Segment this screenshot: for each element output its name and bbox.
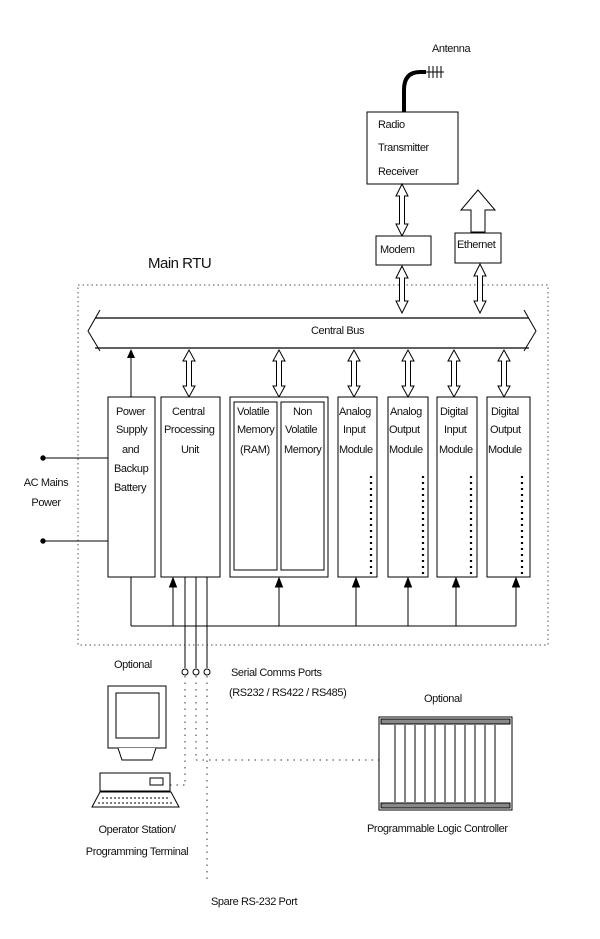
digital-input-label-3: Module (439, 444, 473, 456)
ac-mains-lines (40, 455, 108, 544)
digital-output-box (486, 396, 531, 578)
serial-ports-label-1: Serial Comms Ports (231, 667, 322, 679)
analog-input-bus-link (347, 348, 361, 399)
ethernet-bus-link (473, 262, 487, 315)
ethernet-up-arrow (459, 189, 497, 233)
digital-output-bus-link (497, 348, 511, 399)
radio-label-line2: Transmitter (378, 142, 429, 154)
radio-transceiver-box (366, 111, 459, 185)
central-bus-label: Central Bus (311, 325, 365, 337)
analog-output-label-3: Module (389, 444, 423, 456)
central-bus (87, 309, 537, 352)
serial-port-connectors (181, 668, 211, 676)
power-supply-label-4: Backup (114, 463, 149, 475)
digital-output-label-2: Output (490, 424, 521, 436)
ac-mains-label-1: AC Mains (23, 477, 69, 489)
modem-box (375, 235, 432, 266)
digital-input-label-1: Digital (440, 406, 468, 418)
analog-output-box (387, 396, 429, 578)
ac-mains-label-2: Power (31, 497, 61, 509)
digital-output-label-1: Digital (491, 406, 519, 418)
analog-output-bus-link (401, 348, 415, 399)
analog-input-label-3: Module (339, 444, 373, 456)
serial-dotted-links (170, 676, 380, 880)
radio-label-line1: Radio (378, 119, 405, 131)
power-supply-label-2: Supply (116, 424, 148, 436)
analog-output-label-2: Output (389, 424, 420, 436)
power-supply-label-5: Battery (114, 482, 147, 494)
digital-output-label-3: Module (488, 444, 522, 456)
optional-terminal-label: Optional (114, 659, 152, 671)
power-supply-label-1: Power (116, 406, 146, 418)
antenna-icon (402, 66, 444, 112)
serial-port-lines (184, 577, 208, 668)
power-distribution-arrows (168, 576, 521, 626)
digital-input-label-2: Input (444, 424, 467, 436)
analog-input-box (337, 396, 378, 578)
optional-plc-label: Optional (424, 693, 462, 705)
spare-port-label: Spare RS-232 Port (211, 896, 298, 908)
ethernet-label: Ethernet (457, 239, 496, 251)
serial-ports-label-2: (RS232 / RS422 / RS485) (229, 687, 347, 699)
volatile-memory-label-1: Volatile (237, 406, 270, 418)
plc-label: Programmable Logic Controller (367, 823, 508, 835)
nonvolatile-memory-label-3: Memory (284, 444, 322, 456)
volatile-memory-box (233, 401, 278, 571)
cpu-label-2: Processing (164, 424, 215, 436)
analog-output-label-1: Analog (390, 406, 422, 418)
volatile-memory-label-3: (RAM) (240, 444, 270, 456)
modem-bus-link (395, 264, 409, 315)
cpu-label-1: Central (172, 406, 205, 418)
power-distribution (130, 577, 516, 627)
plc-icon (378, 716, 513, 811)
ethernet-box (454, 232, 502, 264)
analog-input-label-2: Input (343, 424, 366, 436)
modem-label: Modem (380, 244, 415, 256)
main-rtu-boundary (77, 284, 549, 646)
cpu-box (160, 396, 221, 578)
volatile-memory-label-2: Memory (237, 424, 275, 436)
power-supply-label-3: and (122, 444, 140, 456)
cpu-bus-link (182, 348, 196, 399)
analog-input-label-1: Analog (339, 406, 371, 418)
operator-station-label-1: Operator Station/ (98, 824, 176, 836)
nonvolatile-memory-box (280, 401, 325, 571)
computer-terminal-icon (91, 685, 180, 808)
digital-input-bus-link (447, 348, 461, 399)
io-terminal-strips (369, 476, 524, 574)
power-supply-box (107, 396, 156, 578)
radio-modem-link (395, 182, 409, 238)
cpu-label-3: Unit (181, 444, 199, 456)
radio-label-line3: Receiver (378, 166, 419, 178)
power-bus-link (127, 349, 135, 397)
operator-station-label-2: Programming Terminal (85, 846, 189, 858)
digital-input-box (436, 396, 478, 578)
antenna-label: Antenna (432, 43, 471, 55)
nonvolatile-memory-label-2: Volatile (285, 424, 318, 436)
nonvolatile-memory-label-1: Non (293, 406, 312, 418)
main-rtu-label: Main RTU (148, 255, 212, 272)
memory-bus-link (272, 348, 286, 399)
